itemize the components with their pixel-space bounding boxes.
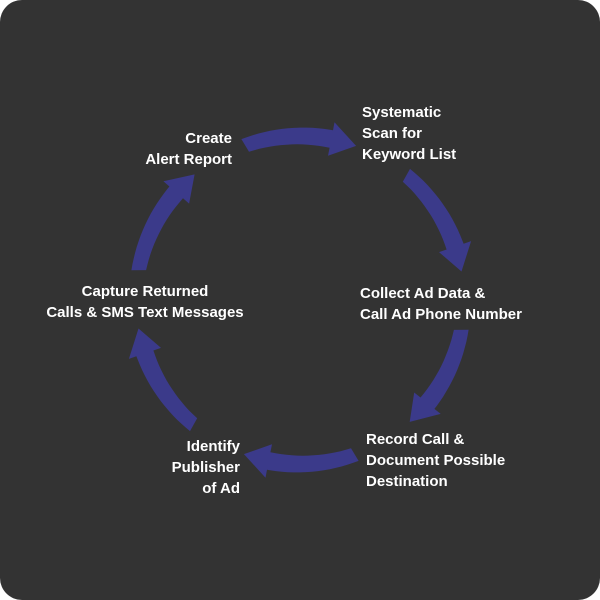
step-systematic-scan: Systematic Scan for Keyword List: [362, 104, 457, 163]
step-capture-returned: Capture Returned Calls & SMS Text Messag…: [46, 283, 244, 321]
arrow-identify-to-capture-icon: [128, 328, 198, 432]
arrow-capture-to-create-icon: [131, 174, 195, 271]
step-create-alert-report: Create Alert Report: [145, 130, 232, 168]
step-record-call: Record Call & Document Possible Destinat…: [366, 431, 506, 490]
arrow-scan-to-collect-icon: [402, 168, 472, 272]
step-identify-publisher: Identify Publisher of Ad: [171, 438, 240, 497]
step-collect-ad-data: Collect Ad Data & Call Ad Phone Number: [360, 285, 522, 323]
arrow-record-to-identify-icon: [243, 444, 359, 478]
arrow-create-to-scan-icon: [241, 122, 357, 156]
arrow-collect-to-record-icon: [409, 329, 469, 422]
